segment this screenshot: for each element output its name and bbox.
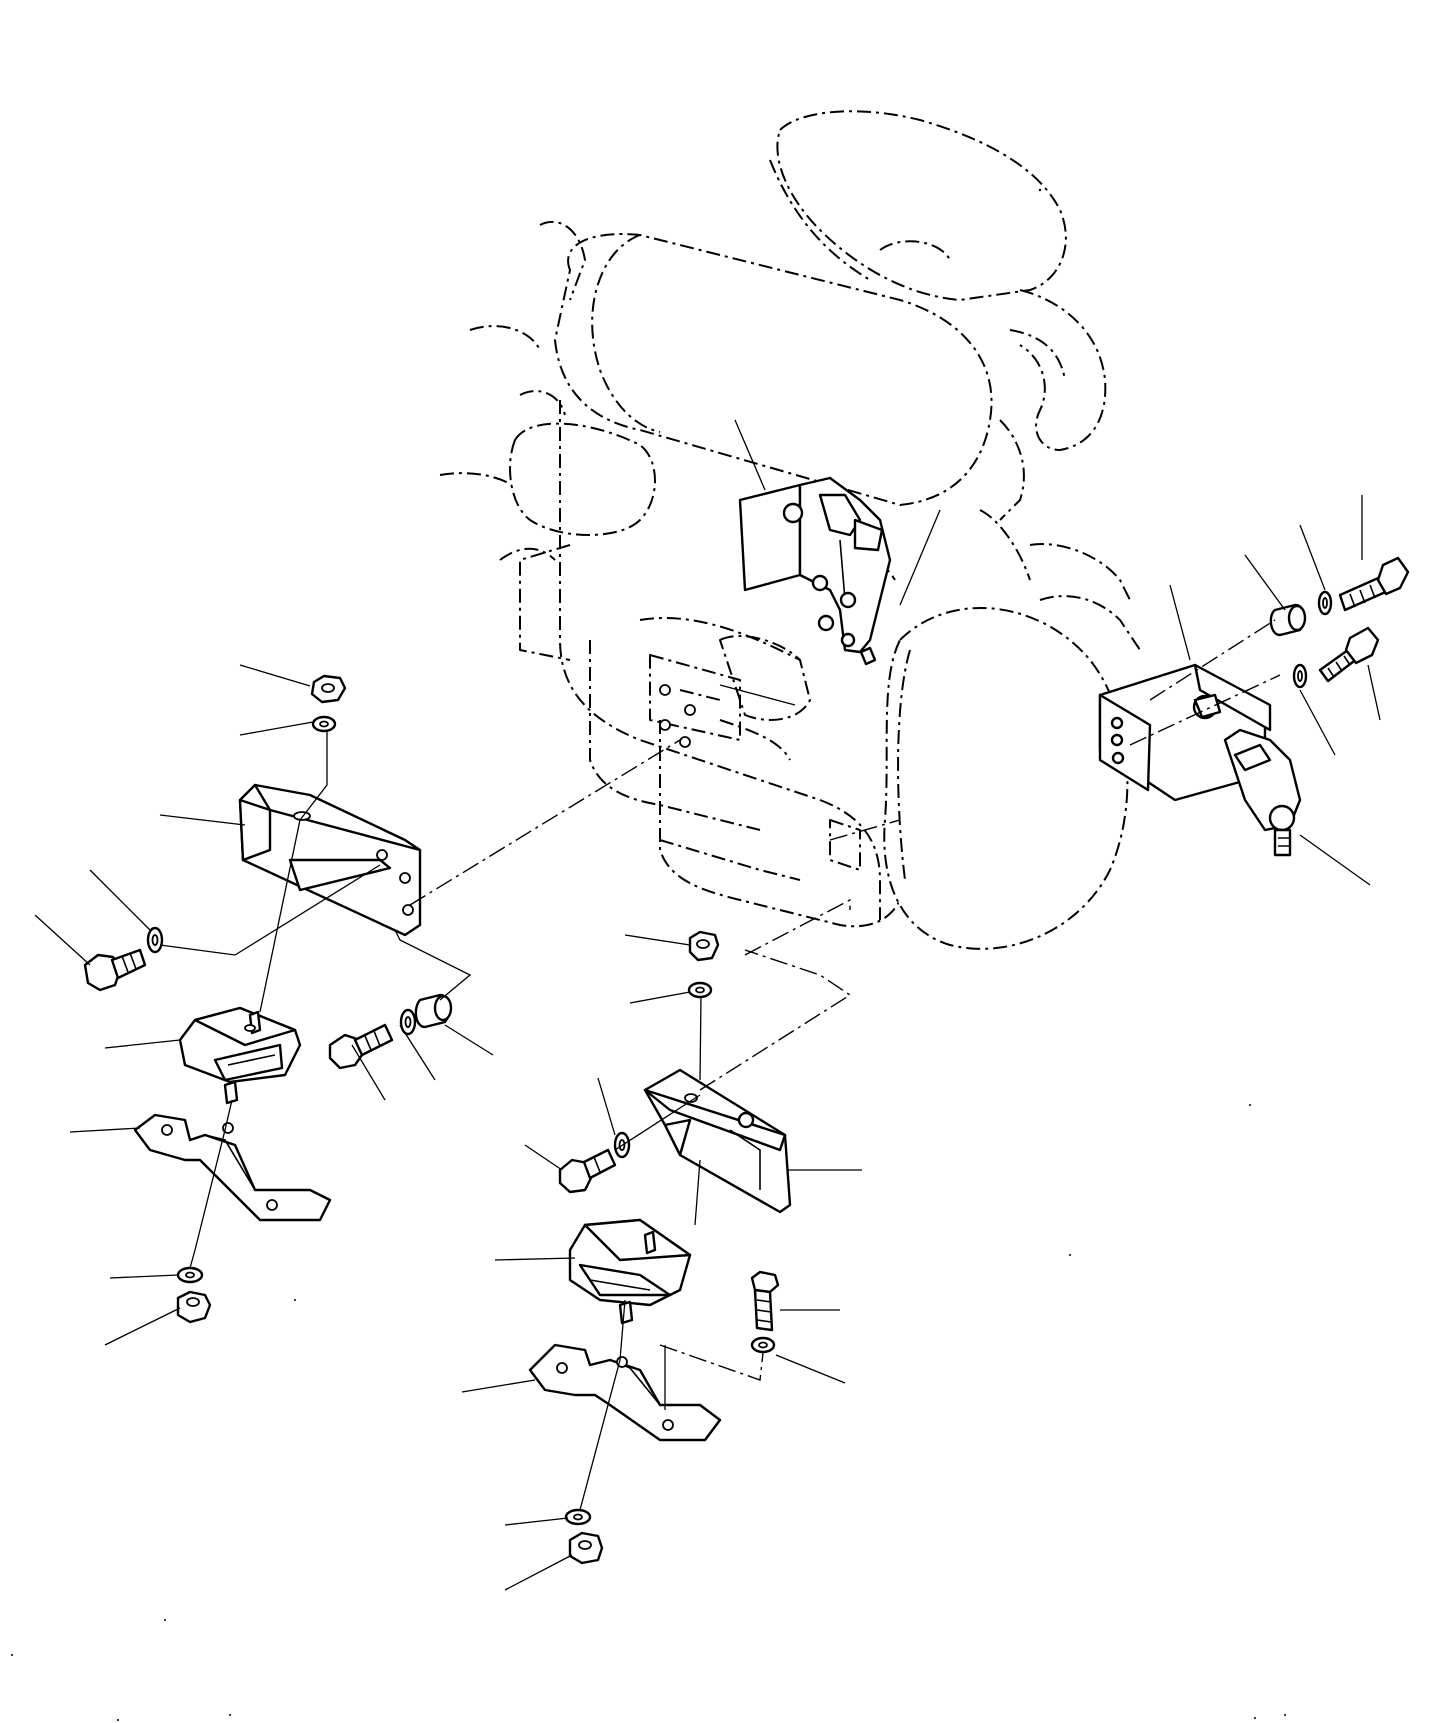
front-left-washer-bottom xyxy=(176,1266,204,1284)
front-left-bracket xyxy=(238,783,422,937)
front-left-washer-top xyxy=(311,715,337,733)
assembly-lines xyxy=(159,619,1281,1511)
front-left-bolt-left xyxy=(83,926,164,992)
front-left-bolt-right xyxy=(328,993,453,1070)
flywheel-housing xyxy=(883,595,1141,950)
scan-specks xyxy=(11,188,1286,1721)
front-left-mount-insulator xyxy=(178,1006,302,1105)
engine-side-bracket xyxy=(738,476,892,666)
rear-right-bracket xyxy=(1098,663,1302,857)
rear-right-fasteners xyxy=(1269,556,1410,689)
front-left-nut-bottom xyxy=(176,1290,212,1324)
front-right-washer-bottom xyxy=(564,1508,592,1526)
front-right-nut-bottom xyxy=(568,1531,604,1565)
front-right-bolt-left xyxy=(558,1131,631,1194)
engine-assembly xyxy=(439,110,1131,928)
front-left-nut-top xyxy=(310,674,347,704)
front-right-washer-top xyxy=(687,981,713,999)
front-right-support-plate xyxy=(528,1343,722,1442)
callout-leaders xyxy=(34,419,1381,1591)
front-right-bracket xyxy=(643,1068,792,1214)
front-right-nut-top xyxy=(688,930,720,962)
front-left-support-plate xyxy=(133,1113,332,1222)
front-right-mount-insulator xyxy=(568,1218,692,1325)
front-right-bolt-vertical xyxy=(750,1270,780,1354)
